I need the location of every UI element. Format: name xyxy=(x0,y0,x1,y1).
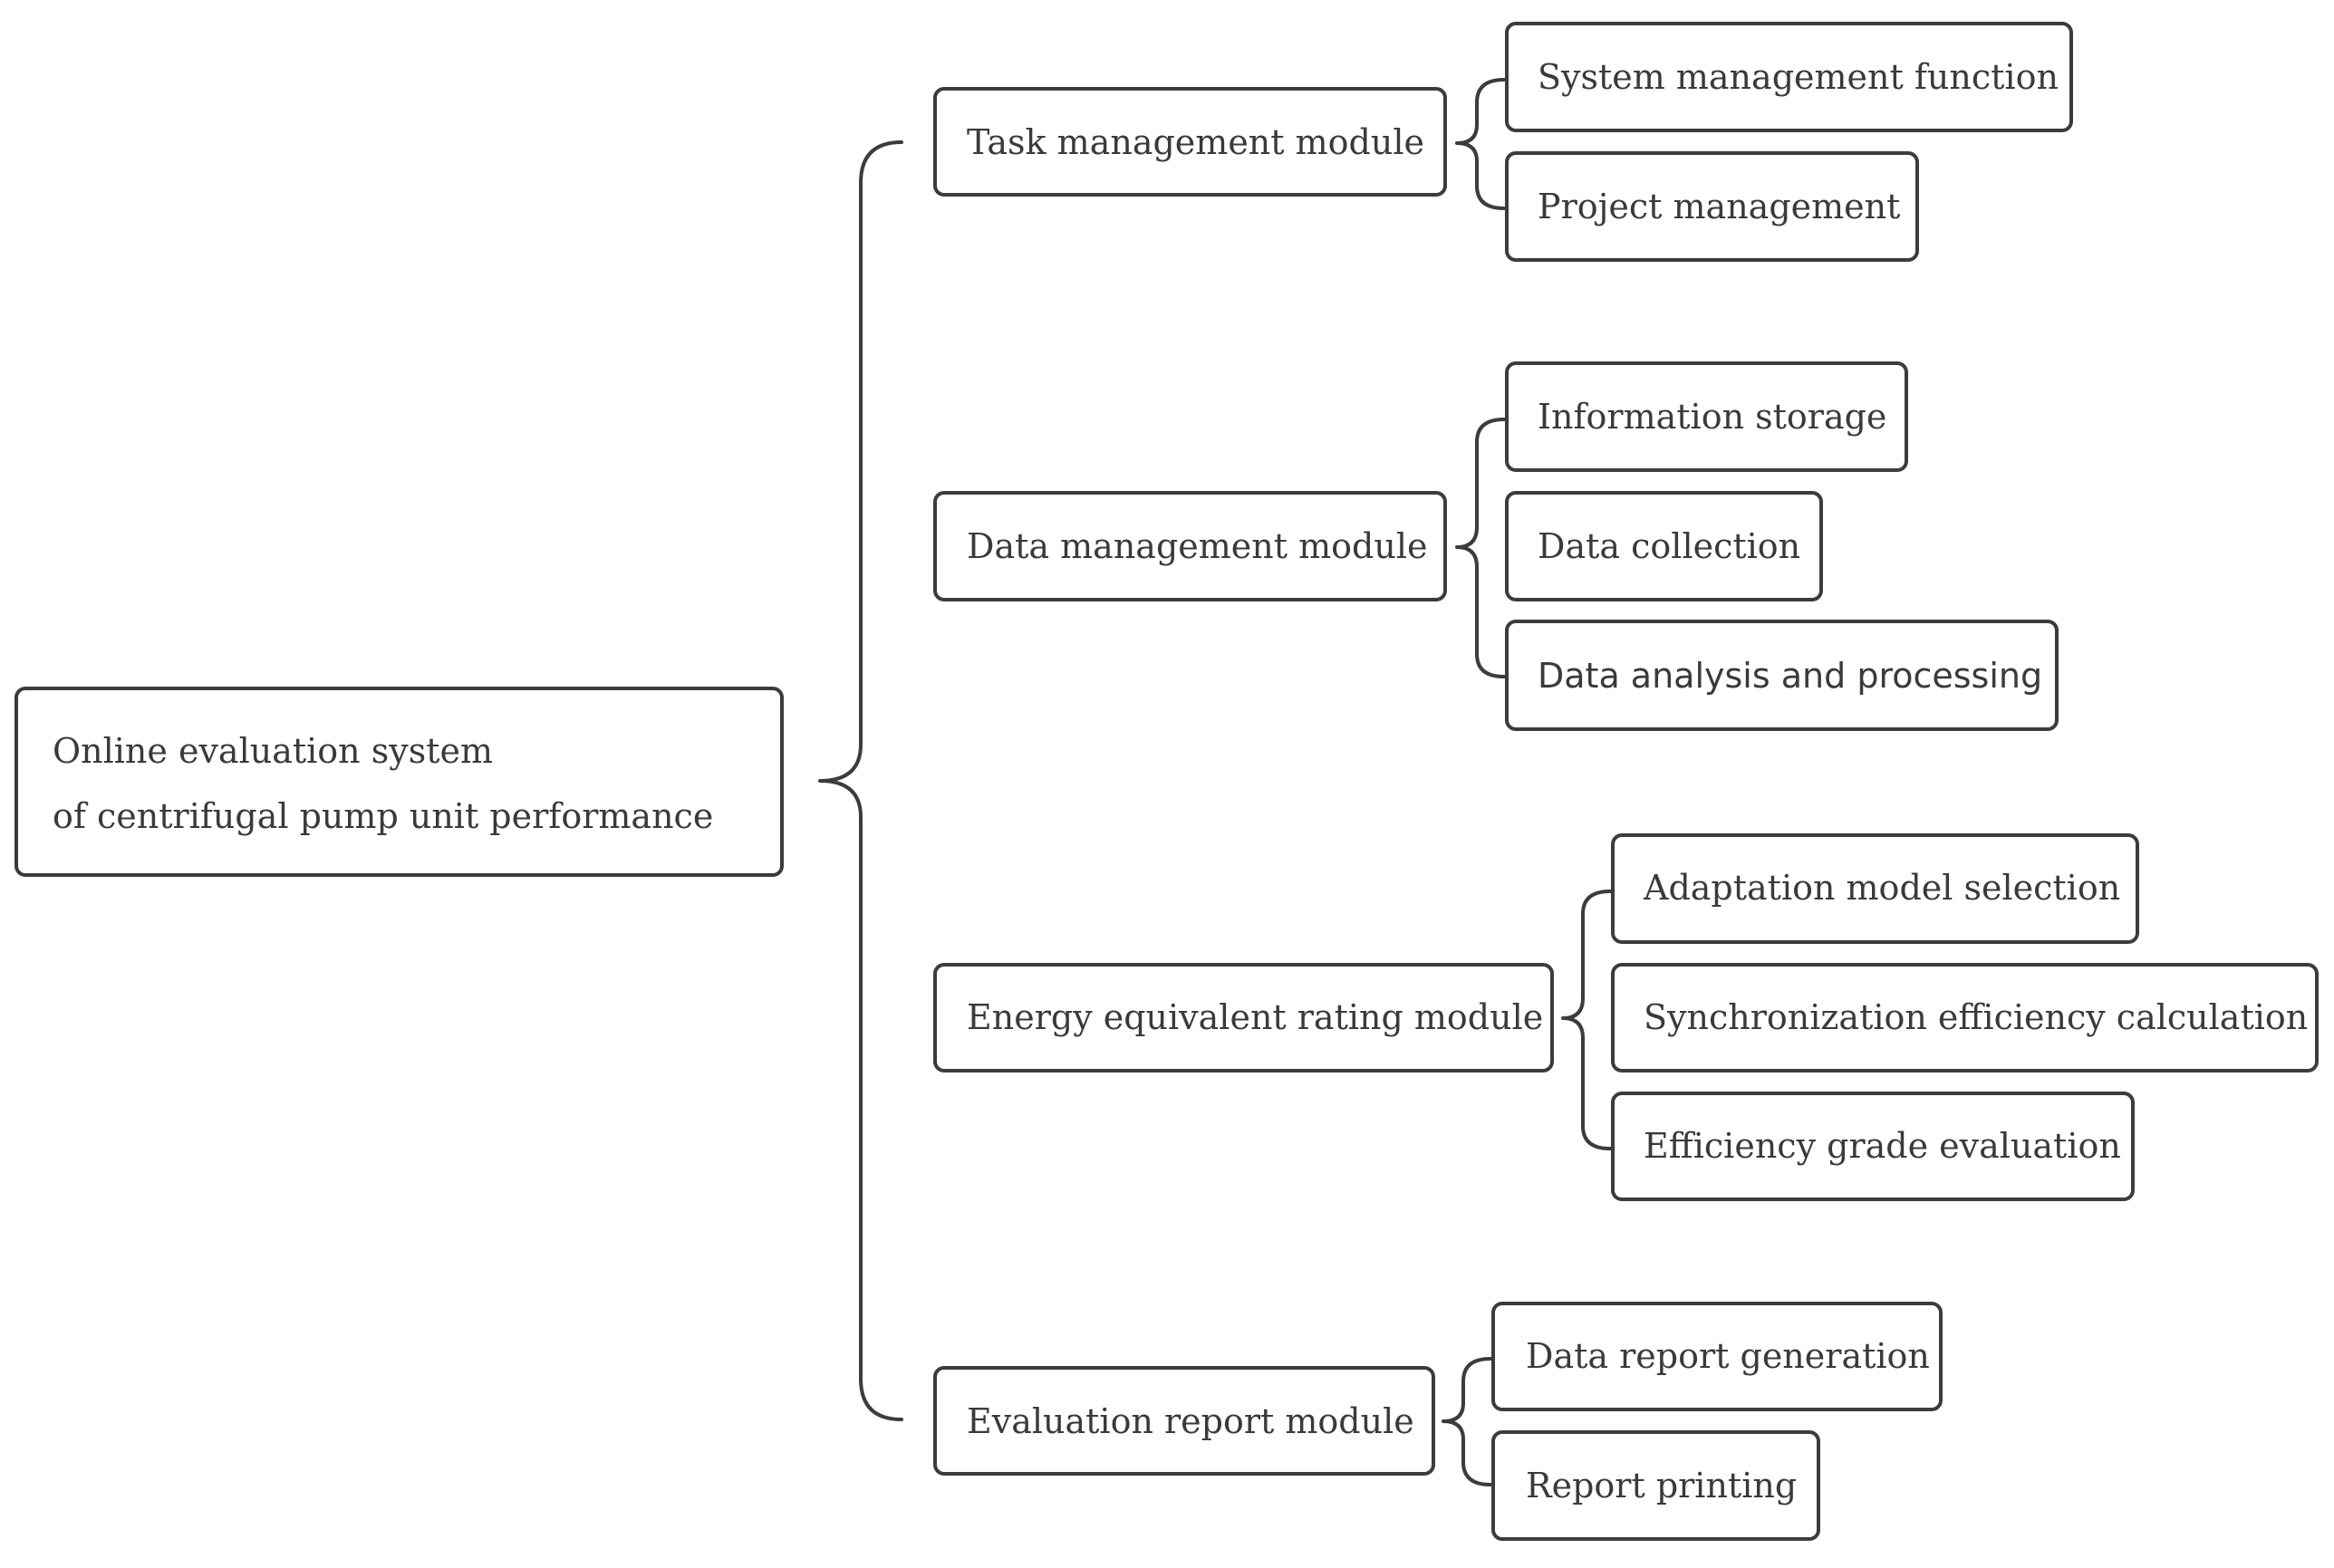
data-analysis-processing-label: Data analysis and processing xyxy=(1538,656,2042,696)
energy-module-brace xyxy=(1561,890,1612,1150)
energy-equivalent-rating-module-node: Energy equivalent rating module xyxy=(933,963,1554,1073)
synchronization-efficiency-calculation-label: Synchronization efficiency calculation xyxy=(1644,997,2308,1037)
adaptation-model-selection-label: Adaptation model selection xyxy=(1643,868,2120,908)
data-report-generation-label: Data report generation xyxy=(1526,1336,1930,1376)
report-module-brace xyxy=(1442,1357,1492,1486)
information-storage-label: Information storage xyxy=(1538,397,1886,437)
report-printing-node: Report printing xyxy=(1491,1430,1820,1541)
root-brace xyxy=(818,140,903,1421)
data-management-module-label: Data management module xyxy=(967,526,1427,566)
root-node: Online evaluation system of centrifugal … xyxy=(14,687,784,877)
synchronization-efficiency-calculation-node: Synchronization efficiency calculation xyxy=(1611,963,2319,1073)
task-management-module-label: Task management module xyxy=(967,122,1424,162)
data-analysis-processing-node: Data analysis and processing xyxy=(1505,620,2059,731)
root-title-line-1: Online evaluation system xyxy=(53,731,493,771)
data-module-brace xyxy=(1455,418,1506,678)
data-management-module-node: Data management module xyxy=(933,491,1447,601)
task-management-module-node: Task management module xyxy=(933,87,1447,197)
data-report-generation-node: Data report generation xyxy=(1491,1302,1943,1411)
energy-equivalent-rating-module-label: Energy equivalent rating module xyxy=(967,997,1543,1037)
system-management-function-label: System management function xyxy=(1538,57,2059,97)
project-management-label: Project management xyxy=(1538,187,1900,226)
evaluation-report-module-label: Evaluation report module xyxy=(967,1401,1414,1441)
adaptation-model-selection-node: Adaptation model selection xyxy=(1611,833,2139,944)
task-module-brace xyxy=(1455,78,1506,210)
system-management-function-node: System management function xyxy=(1505,22,2073,132)
efficiency-grade-evaluation-node: Efficiency grade evaluation xyxy=(1611,1092,2135,1201)
data-collection-node: Data collection xyxy=(1505,491,1823,601)
data-collection-label: Data collection xyxy=(1538,526,1800,566)
information-storage-node: Information storage xyxy=(1505,361,1908,472)
root-title-line-2: of centrifugal pump unit performance xyxy=(53,796,713,836)
evaluation-report-module-node: Evaluation report module xyxy=(933,1366,1435,1476)
efficiency-grade-evaluation-label: Efficiency grade evaluation xyxy=(1644,1126,2121,1166)
report-printing-label: Report printing xyxy=(1526,1466,1797,1505)
project-management-node: Project management xyxy=(1505,151,1919,262)
